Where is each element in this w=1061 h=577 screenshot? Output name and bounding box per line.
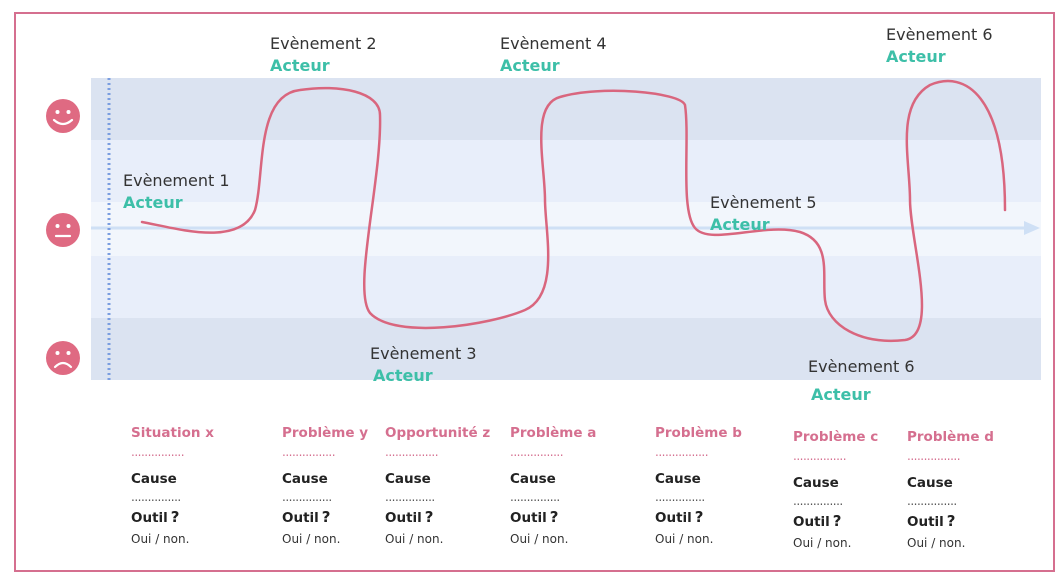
- column-title: Problème y: [282, 425, 368, 441]
- column-cause: Cause: [655, 471, 701, 487]
- band-neutral-sad: [91, 256, 1041, 318]
- event-actor: Acteur: [710, 215, 770, 234]
- column-yes-no: Oui / non.: [655, 532, 714, 546]
- timeline-arrow-head: [1024, 221, 1040, 235]
- column-yes-no: Oui / non.: [510, 532, 569, 546]
- column-dots-2: ...............: [793, 494, 843, 508]
- neutral-face-icon: [46, 213, 80, 247]
- column-cause: Cause: [131, 471, 177, 487]
- column-dots: ................: [131, 445, 185, 459]
- column-opportunite-z: Opportunité z ................ Cause ...…: [385, 424, 490, 547]
- tool-label: Outil: [282, 510, 319, 526]
- event-name: Evènement 3: [370, 344, 477, 363]
- event-1: Evènement 1 Acteur: [123, 171, 230, 213]
- event-name: Evènement 5: [710, 193, 817, 212]
- event-4: Evènement 4 Acteur: [500, 34, 607, 76]
- event-name: Evènement 1: [123, 171, 230, 190]
- sad-face-icon: [46, 341, 80, 375]
- column-cause: Cause: [510, 471, 556, 487]
- column-tool: Outil?: [385, 508, 490, 527]
- event-actor: Acteur: [886, 47, 946, 66]
- column-yes-no: Oui / non.: [282, 532, 341, 546]
- column-dots: ................: [907, 449, 961, 463]
- band-happy-neutral: [91, 140, 1041, 202]
- column-title: Problème c: [793, 429, 879, 445]
- column-situation-x: Situation x ................ Cause .....…: [131, 424, 214, 547]
- column-dots: ................: [385, 445, 439, 459]
- column-yes-no: Oui / non.: [793, 536, 852, 550]
- event-5: Evènement 5 Acteur: [710, 193, 817, 235]
- tool-question: ?: [694, 508, 704, 526]
- column-dots-2: ...............: [655, 490, 705, 504]
- column-yes-no: Oui / non.: [131, 532, 190, 546]
- column-probleme-d: Problème d ................ Cause ......…: [907, 428, 994, 551]
- tool-label: Outil: [655, 510, 692, 526]
- event-actor: Acteur: [123, 193, 183, 212]
- column-cause: Cause: [282, 471, 328, 487]
- column-title: Problème d: [907, 429, 994, 445]
- column-tool: Outil?: [510, 508, 596, 527]
- tool-question: ?: [832, 512, 842, 530]
- event-actor: Acteur: [500, 56, 560, 75]
- column-tool: Outil?: [282, 508, 368, 527]
- column-dots-2: ...............: [282, 490, 332, 504]
- event-name: Evènement 2: [270, 34, 377, 53]
- event-actor: Acteur: [270, 56, 330, 75]
- tool-label: Outil: [510, 510, 547, 526]
- event-name: Evènement 6: [808, 357, 915, 376]
- column-cause: Cause: [793, 475, 839, 491]
- column-probleme-a: Problème a ................ Cause ......…: [510, 424, 596, 547]
- event-2: Evènement 2 Acteur: [270, 34, 377, 76]
- column-title: Problème b: [655, 425, 742, 441]
- column-dots-2: ...............: [131, 490, 181, 504]
- column-title: Opportunité z: [385, 425, 491, 441]
- tool-question: ?: [170, 508, 180, 526]
- event-6-bottom: Evènement 6 Acteur: [808, 357, 915, 405]
- column-dots-2: ...............: [907, 494, 957, 508]
- event-actor: Acteur: [811, 385, 871, 404]
- column-tool: Outil?: [655, 508, 742, 527]
- tool-question: ?: [946, 512, 956, 530]
- column-dots: ................: [655, 445, 709, 459]
- event-name: Evènement 4: [500, 34, 607, 53]
- column-tool: Outil?: [907, 512, 994, 531]
- event-actor: Acteur: [373, 366, 433, 385]
- column-yes-no: Oui / non.: [907, 536, 966, 550]
- event-3: Evènement 3 Acteur: [370, 344, 477, 386]
- event-6-top: Evènement 6 Acteur: [886, 25, 993, 67]
- tool-question: ?: [549, 508, 559, 526]
- column-tool: Outil?: [131, 508, 214, 527]
- column-title: Situation x: [131, 425, 214, 441]
- tool-question: ?: [424, 508, 434, 526]
- band-sad: [91, 318, 1041, 380]
- column-dots-2: ...............: [385, 490, 435, 504]
- happy-face-icon: [46, 99, 80, 133]
- tool-label: Outil: [907, 514, 944, 530]
- tool-label: Outil: [385, 510, 422, 526]
- tool-label: Outil: [131, 510, 168, 526]
- column-yes-no: Oui / non.: [385, 532, 444, 546]
- column-cause: Cause: [907, 475, 953, 491]
- column-cause: Cause: [385, 471, 431, 487]
- column-probleme-c: Problème c ................ Cause ......…: [793, 428, 878, 551]
- event-name: Evènement 6: [886, 25, 993, 44]
- column-dots: ................: [282, 445, 336, 459]
- column-tool: Outil?: [793, 512, 878, 531]
- tool-label: Outil: [793, 514, 830, 530]
- column-dots-2: ...............: [510, 490, 560, 504]
- band-happy: [91, 78, 1041, 140]
- column-probleme-b: Problème b ................ Cause ......…: [655, 424, 742, 547]
- experience-curve: [140, 79, 1007, 343]
- column-dots: ................: [510, 445, 564, 459]
- column-dots: ................: [793, 449, 847, 463]
- column-probleme-y: Problème y ................ Cause ......…: [282, 424, 368, 547]
- column-title: Problème a: [510, 425, 597, 441]
- tool-question: ?: [321, 508, 331, 526]
